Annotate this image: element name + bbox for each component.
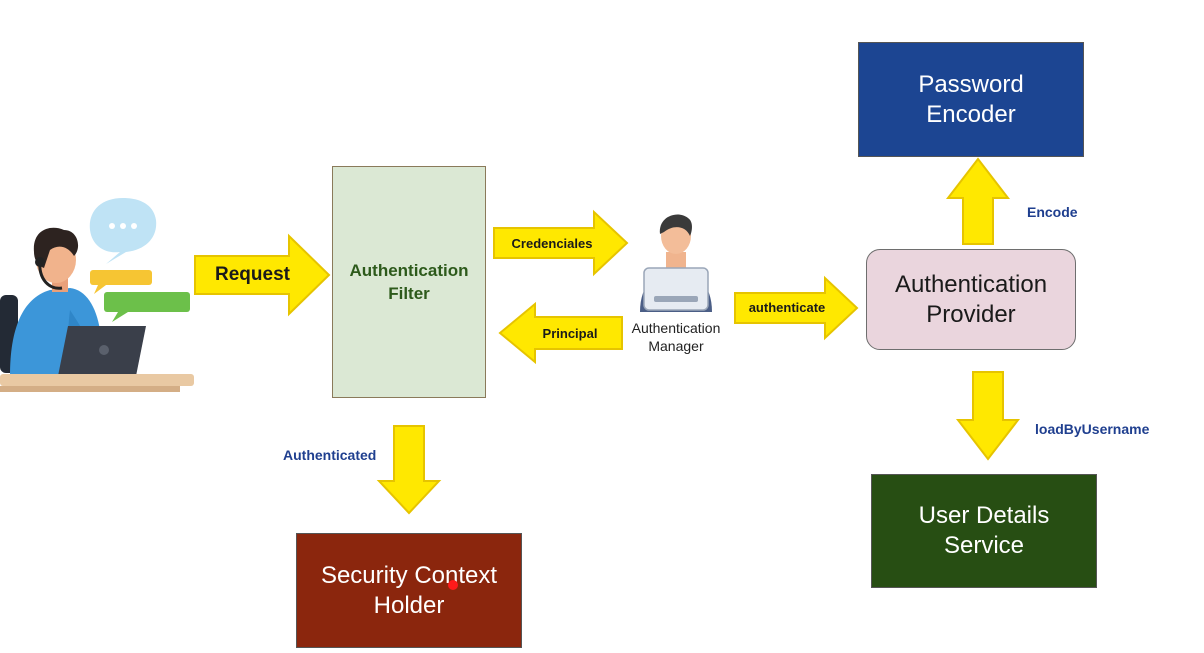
security-context-holder-line2: Holder — [373, 591, 445, 619]
user-details-service-line2: Service — [943, 532, 1024, 559]
authenticate-arrow — [734, 275, 859, 341]
authentication-filter-line2: Filter — [388, 284, 430, 303]
password-encoder-line2: Encoder — [926, 100, 1016, 128]
authenticated-arrow — [376, 425, 442, 515]
authentication-provider-line2: Provider — [926, 300, 1016, 328]
principal-arrow — [498, 301, 623, 365]
authenticate-label: authenticate — [748, 300, 826, 315]
security-context-holder-box: Security Context Holder — [296, 533, 522, 648]
businessman-laptop-icon — [631, 214, 721, 312]
password-encoder-box: Password Encoder — [858, 42, 1084, 157]
authentication-manager-line2: Manager — [648, 338, 704, 354]
pointer-dot — [448, 580, 458, 590]
support-agent-icon — [0, 198, 194, 392]
user-details-service-line1: User Details — [918, 502, 1050, 529]
request-label: Request — [215, 264, 290, 285]
load-by-username-label: loadByUsername — [1035, 421, 1150, 437]
authentication-filter-box: Authentication Filter — [332, 166, 486, 398]
chat-bubbles-icon — [89, 198, 190, 322]
principal-label: Principal — [542, 326, 598, 341]
encode-label: Encode — [1027, 204, 1078, 220]
credenciales-arrow — [493, 209, 629, 277]
authenticated-label: Authenticated — [283, 447, 377, 463]
load-by-username-arrow — [955, 371, 1021, 461]
authentication-provider-box: Authentication Provider — [866, 249, 1076, 350]
authentication-manager-line1: Authentication — [631, 320, 721, 336]
user-details-service-box: User Details Service — [871, 474, 1097, 588]
encode-arrow — [945, 157, 1011, 245]
request-arrow — [194, 233, 331, 317]
password-encoder-line1: Password — [918, 70, 1024, 98]
authentication-filter-line1: Authentication — [349, 261, 469, 280]
authentication-provider-line1: Authentication — [894, 270, 1048, 298]
security-context-holder-line1: Security Context — [320, 561, 498, 589]
authentication-manager-label: Authentication Manager — [612, 319, 740, 355]
credenciales-label: Credenciales — [511, 236, 593, 251]
